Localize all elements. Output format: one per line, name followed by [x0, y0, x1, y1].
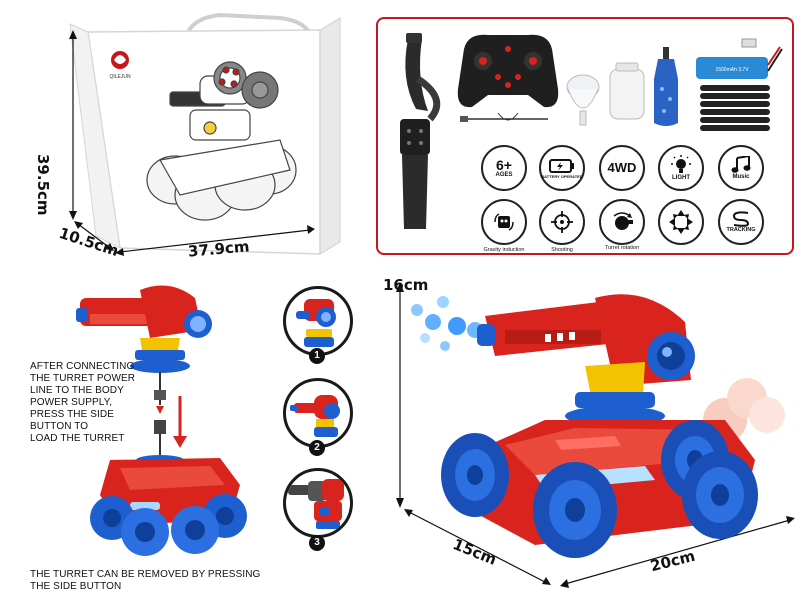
battery: 1500mAh 3.7V: [696, 38, 783, 79]
rear-right-wheel: [682, 451, 758, 539]
connect-line-5: PRESS THE SIDE: [30, 409, 115, 420]
battery-icon: BATTERY OPERATED: [539, 145, 585, 191]
connect-line-4: POWER SUPPLY,: [30, 397, 113, 408]
package-box-illustration: QILEJUN: [69, 12, 341, 256]
accessories-panel: 1500mAh 3.7V 6+ AGES BATTERY OPERATED 4W…: [376, 17, 794, 255]
tracking-caption: TRACKING: [726, 226, 756, 233]
remove-instructions: THE TURRET CAN BE REMOVED BY PRESSING TH…: [30, 569, 260, 593]
brand-logo: [111, 51, 129, 69]
age-badge: 6+ AGES: [481, 145, 527, 191]
connect-line-1: AFTER CONNECTING: [30, 361, 135, 372]
music-icon: Music: [718, 145, 764, 191]
connect-line-6: BUTTON TO: [30, 421, 89, 432]
4wd-badge: 4WD: [599, 145, 645, 191]
bottle: [609, 62, 645, 120]
product-height-label: 16cm: [383, 276, 429, 294]
step-2-image: [283, 378, 353, 448]
gravity-icon: [481, 199, 527, 245]
light-caption: LIGHT: [672, 174, 690, 181]
funnel: [566, 74, 600, 126]
brand-logo-text: QILEJUN: [109, 74, 131, 80]
gel-ball-spray: [411, 296, 483, 351]
accessories-illustration: 1500mAh 3.7V: [400, 33, 783, 229]
foam-darts: [700, 85, 770, 131]
connect-line-2: THE TURRET POWER: [30, 373, 136, 384]
shooting-caption: Shooting: [551, 247, 573, 253]
music-caption: Music: [732, 173, 750, 180]
gel-ball-bottle: [654, 47, 678, 126]
main-tank-illustration: [396, 282, 795, 588]
step-1-image: [283, 286, 353, 356]
gravity-caption: Gravity induction: [483, 247, 525, 253]
connect-line-7: LOAD THE TURRET: [30, 433, 125, 444]
remove-line-2: THE SIDE BUTTON: [30, 581, 122, 592]
4wd-label: 4WD: [607, 160, 637, 175]
front-left-wheel: [441, 433, 509, 517]
box-tank-lineart: [146, 61, 297, 221]
remove-line-1: THE TURRET CAN BE REMOVED BY PRESSING: [30, 569, 261, 580]
step-2-badge: 2: [309, 440, 325, 456]
step-3-image: [283, 468, 353, 538]
age-caption: AGES: [495, 171, 513, 178]
connect-line-3: LINE TO THE BODY: [30, 385, 124, 396]
main-turret: [477, 294, 695, 426]
box-height-label: 39.5cm: [34, 154, 52, 216]
step-3-badge: 3: [309, 535, 325, 551]
light-icon: LIGHT: [658, 145, 704, 191]
watch-controller: [400, 33, 441, 229]
tracking-icon: TRACKING: [718, 199, 764, 245]
detached-turret: [76, 285, 212, 392]
front-right-wheel: [533, 462, 617, 558]
directions-icon: [658, 199, 704, 245]
age-value: 6+: [496, 156, 512, 173]
shooting-icon: [539, 199, 585, 245]
connect-instructions: AFTER CONNECTING THE TURRET POWER LINE T…: [30, 361, 135, 445]
battery-label: 1500mAh 3.7V: [715, 67, 749, 73]
remote-controller: [457, 34, 559, 122]
tank-body: [90, 455, 247, 556]
turret-rotation-icon: [599, 199, 645, 245]
turret-assembly-illustration: [76, 285, 247, 556]
main-body: [441, 420, 758, 558]
step-1-badge: 1: [309, 348, 325, 364]
battery-caption: BATTERY OPERATED: [541, 173, 583, 179]
turret-rotation-caption: Turret rotation: [604, 245, 640, 251]
connect-arrow-small: [156, 406, 164, 414]
